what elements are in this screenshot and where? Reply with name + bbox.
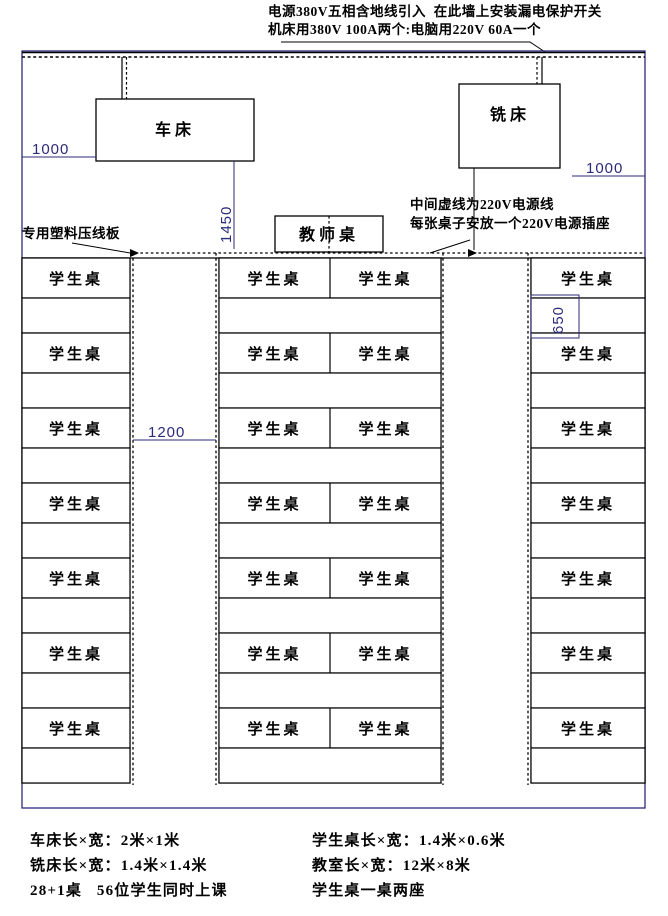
student-desk-label: 学生桌: [561, 645, 615, 663]
leader-line-top-note: [281, 41, 546, 53]
student-seat-row[interactable]: [218, 522, 442, 559]
student-desk-label: 学生桌: [561, 570, 615, 588]
student-desk-row[interactable]: [530, 557, 646, 599]
annotation-top-line2: 机床用380V 100A两个:电脑用220V 60A一个: [268, 21, 541, 37]
student-desk-label: 学生桌: [358, 345, 412, 363]
student-desk-label: 学生桌: [247, 645, 301, 663]
student-desk-label: 学生桌: [358, 720, 412, 738]
machine-lathe-label: 车床: [155, 120, 195, 139]
student-desk-label: 学生桌: [247, 345, 301, 363]
student-desk-row[interactable]: [21, 632, 131, 674]
student-desk-row[interactable]: [530, 332, 646, 374]
student-seat-row[interactable]: [530, 597, 646, 634]
student-desk-row[interactable]: [21, 332, 131, 374]
dim-1450-label: 1450: [218, 206, 235, 243]
student-seat-row[interactable]: [218, 297, 442, 334]
legend: 车床长×宽：2米×1米 学生桌长×宽：1.4米×0.6米 铣床长×宽：1.4米×…: [30, 831, 506, 899]
student-desk-row[interactable]: [530, 482, 646, 524]
student-desk-row[interactable]: [530, 257, 646, 299]
student-desk-label: 学生桌: [358, 495, 412, 513]
student-desk-row[interactable]: [530, 407, 646, 449]
legend-row-1-left: 铣床长×宽：1.4米×1.4米: [30, 856, 208, 874]
desk-blocks-layer: 学生桌学生桌学生桌学生桌学生桌学生桌学生桌学生桌学生桌学生桌学生桌学生桌学生桌学…: [21, 257, 646, 784]
dim-right-1000-label: 1000: [586, 160, 623, 177]
student-seat-row[interactable]: [530, 672, 646, 709]
dim-left-1000-label: 1000: [32, 141, 69, 158]
student-desk-label: 学生桌: [49, 495, 103, 513]
student-seat-row[interactable]: [530, 522, 646, 559]
machine-lathe[interactable]: [95, 98, 255, 162]
annotation-wire-plate: 专用塑料压线板: [22, 225, 120, 241]
legend-row-2-right: 学生桌一桌两座: [312, 881, 425, 899]
student-seat-row[interactable]: [21, 672, 131, 709]
student-desk-label: 学生桌: [49, 420, 103, 438]
student-seat-row[interactable]: [21, 447, 131, 484]
dim-650-box: [530, 294, 580, 339]
student-desk-label: 学生桌: [247, 420, 301, 438]
student-seat-row[interactable]: [21, 747, 131, 784]
student-desk-label: 学生桌: [358, 420, 412, 438]
student-seat-row[interactable]: [530, 747, 646, 784]
student-seat-row[interactable]: [530, 297, 646, 334]
student-desk-row[interactable]: [530, 632, 646, 674]
student-desk-label: 学生桌: [49, 570, 103, 588]
student-desk-label: 学生桌: [561, 720, 615, 738]
dim-650-label: 650: [550, 306, 567, 334]
legend-row-0-left: 车床长×宽：2米×1米: [30, 831, 180, 849]
student-desk-row[interactable]: [21, 482, 131, 524]
annotation-top-line1: 电源380V五相含地线引入 在此墙上安装漏电保护开关: [268, 3, 602, 19]
student-seat-row[interactable]: [218, 747, 442, 784]
student-desk-row[interactable]: [21, 257, 131, 299]
student-seat-row[interactable]: [21, 372, 131, 409]
student-seat-row[interactable]: [21, 297, 131, 334]
student-desk-row[interactable]: [21, 557, 131, 599]
student-desk-label: 学生桌: [561, 345, 615, 363]
student-desk-label: 学生桌: [247, 495, 301, 513]
student-seat-row[interactable]: [218, 672, 442, 709]
legend-row-0-right: 学生桌长×宽：1.4米×0.6米: [312, 831, 506, 849]
student-desk-label: 学生桌: [49, 645, 103, 663]
student-seat-row[interactable]: [218, 597, 442, 634]
student-desk-label: 学生桌: [247, 270, 301, 288]
student-desk-label: 学生桌: [561, 420, 615, 438]
student-desk-label: 学生桌: [358, 570, 412, 588]
student-desk-label: 学生桌: [358, 270, 412, 288]
annotation-mid-line1: 中间虚线为220V电源线: [410, 196, 554, 212]
leader-line-wire-plate: [71, 242, 131, 254]
student-desk-label: 学生桌: [49, 720, 103, 738]
teacher-desk-label: 教师桌: [299, 225, 359, 244]
legend-row-2-left: 28+1桌 56位学生同时上课: [30, 881, 228, 899]
annotation-mid-line2: 每张桌子安放一个220V电源插座: [410, 215, 610, 231]
student-seat-row[interactable]: [21, 597, 131, 634]
machine-milling[interactable]: [458, 83, 561, 169]
legend-row-1-right: 教室长×宽：12米×8米: [311, 856, 471, 874]
student-seat-row[interactable]: [530, 447, 646, 484]
student-desk-row[interactable]: [530, 707, 646, 749]
arrowhead-220v-left: [130, 249, 139, 257]
student-desk-label: 学生桌: [49, 345, 103, 363]
machine-milling-label: 铣床: [490, 105, 530, 124]
student-desk-row[interactable]: [21, 707, 131, 749]
student-seat-row[interactable]: [218, 447, 442, 484]
student-seat-row[interactable]: [21, 522, 131, 559]
student-desk-label: 学生桌: [247, 720, 301, 738]
student-desk-label: 学生桌: [49, 270, 103, 288]
student-desk-row[interactable]: [21, 407, 131, 449]
student-desk-label: 学生桌: [561, 495, 615, 513]
student-desk-label: 学生桌: [561, 270, 615, 288]
leader-line-mid-note: [429, 239, 471, 254]
student-seat-row[interactable]: [218, 372, 442, 409]
dim-1200-label: 1200: [148, 424, 185, 441]
desk-block-middle: 学生桌学生桌学生桌学生桌学生桌学生桌学生桌学生桌学生桌学生桌学生桌学生桌学生桌学…: [218, 257, 442, 784]
arrowhead-220v-right: [468, 249, 477, 257]
student-desk-label: 学生桌: [358, 645, 412, 663]
student-desk-label: 学生桌: [247, 570, 301, 588]
student-seat-row[interactable]: [530, 372, 646, 409]
